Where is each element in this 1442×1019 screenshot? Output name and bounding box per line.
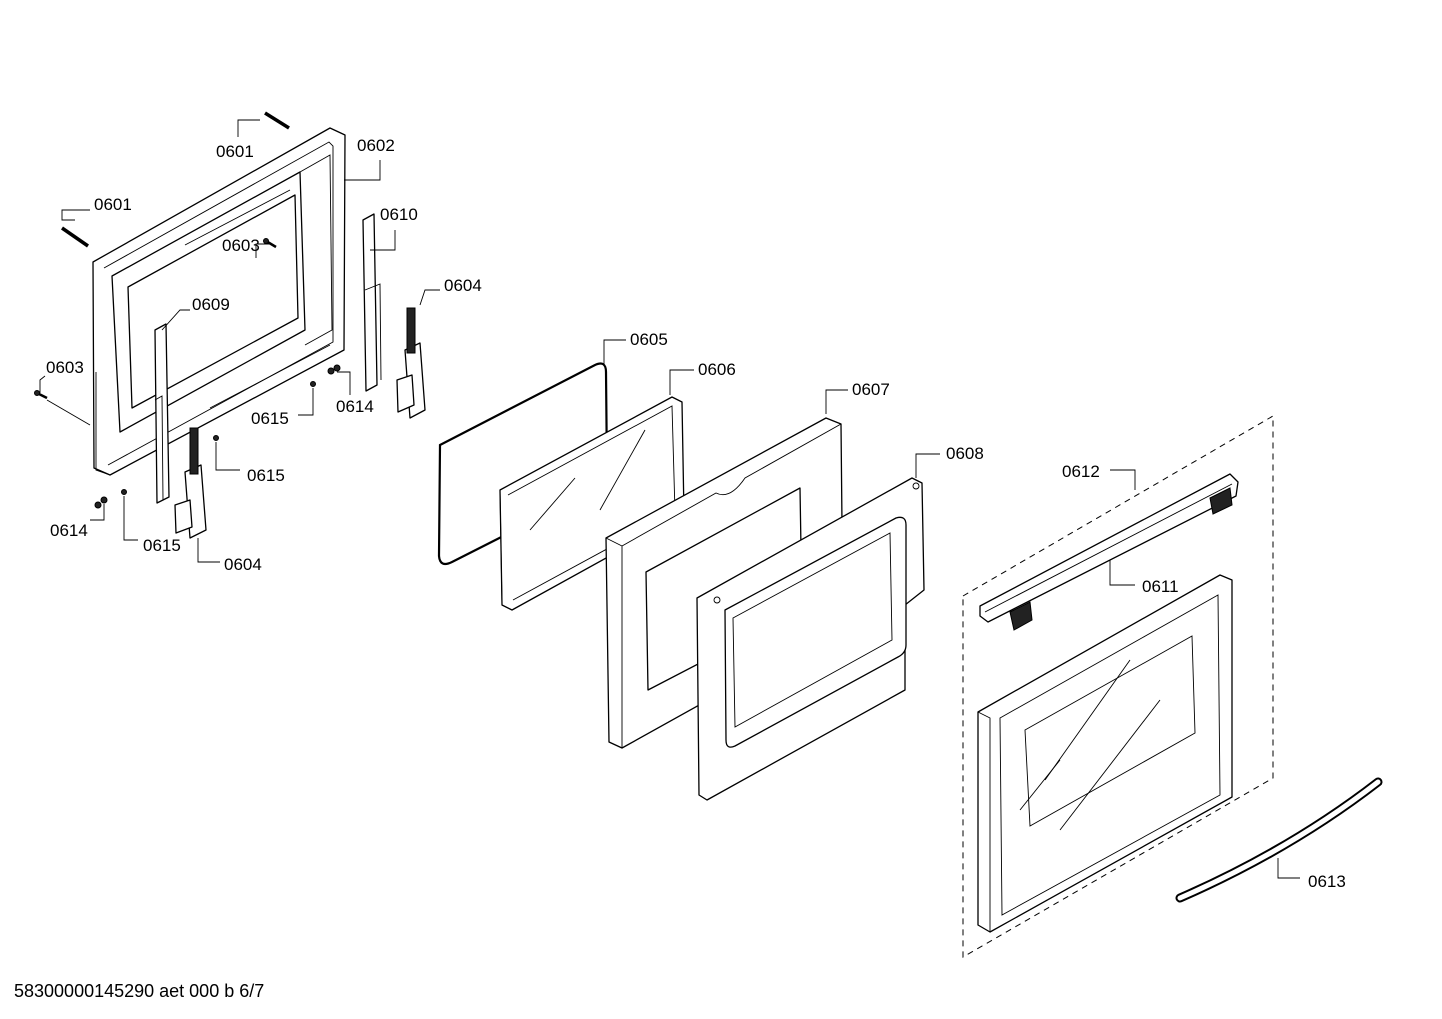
label-0604-left: 0604 [224,555,262,574]
label-0601-left: 0601 [94,195,132,214]
label-0609: 0609 [192,295,230,314]
assembly-outline [962,415,1274,958]
label-0612: 0612 [1062,462,1100,481]
label-0606: 0606 [698,360,736,379]
pin-top [264,111,290,130]
label-0615-left: 0615 [143,536,181,555]
inner-door-0608 [696,477,925,801]
label-0615-mid: 0615 [251,409,289,428]
top-rail-0612 [979,473,1239,631]
label-0603-top: 0603 [222,236,260,255]
label-0608: 0608 [946,444,984,463]
screw-0615-c [310,381,316,387]
label-0613: 0613 [1308,872,1346,891]
label-0611: 0611 [1142,577,1179,596]
label-0603-left: 0603 [46,358,84,377]
hinge-0604-right [396,307,426,419]
label-0605: 0605 [630,330,668,349]
hinge-0604-left [174,427,207,539]
label-0607: 0607 [852,380,890,399]
label-0604-right: 0604 [444,276,482,295]
label-0614-left: 0614 [50,521,88,540]
drawing-reference-number: 58300000145290 aet 000 b 6/7 [14,981,265,1001]
label-0610: 0610 [380,205,418,224]
screw-0615-a [121,489,127,495]
screw-0614-b [327,367,335,375]
screw-0603-top [263,238,277,249]
pin-left [61,226,89,248]
label-0614-right: 0614 [336,397,374,416]
front-door-0611 [977,574,1233,933]
screw-0615-b [213,435,219,441]
leader-lines [39,119,1300,879]
label-0601-top: 0601 [216,142,254,161]
screw-0614-a [100,496,108,504]
label-0615-lower: 0615 [247,466,285,485]
screw-0603-left [34,390,48,400]
label-0602: 0602 [357,136,395,155]
side-strip-0610 [362,213,378,392]
